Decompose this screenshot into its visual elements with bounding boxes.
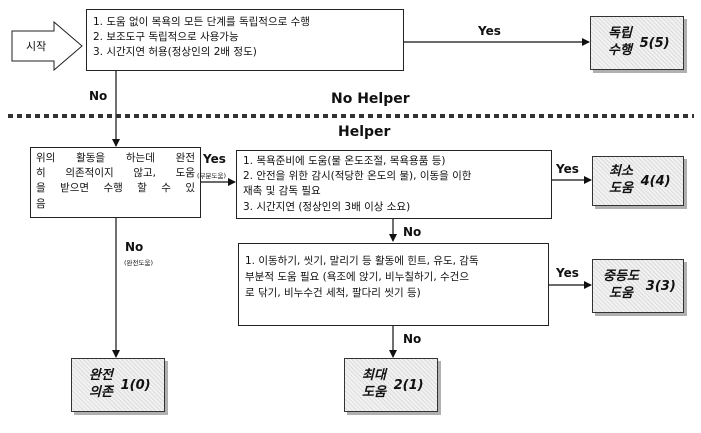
- start-arrow-shape: [11, 20, 83, 72]
- result-maximal: 최대 도움 2(1): [344, 358, 438, 412]
- criteria-line: 히 의존적이지 않고, 도움: [36, 167, 195, 180]
- no-label-moderate: No: [403, 332, 422, 346]
- result-name: 독립 수행: [608, 26, 632, 58]
- banner-helper: Helper: [338, 124, 391, 140]
- yes-label-independent: Yes: [478, 24, 501, 38]
- criteria-line: 1. 목욕준비에 도움(물 온도조절, 목욕용품 등): [243, 155, 446, 167]
- result-independent: 독립 수행 5(5): [590, 16, 684, 70]
- result-score: 4(4): [640, 173, 671, 189]
- criteria-line: 3. 시간지연 허용(정상인의 2배 정도): [93, 46, 257, 59]
- criteria-box-partial: 위의 활동을 하는데 완전 히 의존적이지 않고, 도움 을 받으면 수행 할 …: [30, 147, 201, 218]
- criteria-line: 재촉 및 감독 필요: [243, 185, 321, 198]
- criteria-box-independent: 1. 도움 없이 목욕의 모든 단계를 독립적으로 수행 2. 보조도구 독립적…: [86, 9, 404, 71]
- criteria-line: 음: [36, 197, 46, 210]
- criteria-line: 1. 도움 없이 목욕의 모든 단계를 독립적으로 수행: [93, 16, 310, 28]
- result-score: 3(3): [645, 278, 676, 294]
- criteria-line: 위의 활동을 하는데 완전: [36, 152, 195, 164]
- no-label-minimal: No: [403, 225, 422, 239]
- result-dependent: 완전 의존 1(0): [71, 358, 165, 412]
- result-minimal: 최소 도움 4(4): [592, 156, 684, 206]
- yes-note-partial: (부분도움): [197, 172, 226, 180]
- criteria-line: 2. 보조도구 독립적으로 사용가능: [93, 31, 239, 44]
- result-name: 완전 의존: [89, 368, 113, 400]
- no-label-partial: No: [125, 240, 144, 254]
- banner-no-helper: No Helper: [331, 91, 410, 107]
- result-score: 5(5): [639, 35, 670, 51]
- result-score: 2(1): [393, 377, 424, 393]
- criteria-box-minimal: 1. 목욕준비에 도움(물 온도조절, 목욕용품 등) 2. 안전을 위한 감시…: [236, 150, 552, 219]
- yes-label-minimal: Yes: [556, 162, 579, 176]
- criteria-line: 1. 이동하기, 씻기, 말리기 등 활동에 힌트, 유도, 감독: [245, 255, 479, 267]
- result-score: 1(0): [120, 377, 151, 393]
- criteria-line: 3. 시간지연 (정상인의 3배 이상 소요): [243, 200, 411, 213]
- criteria-line: 부분적 도움 필요 (욕조에 앉기, 비누칠하기, 수건으: [245, 270, 469, 283]
- result-name: 중등도 도움: [603, 269, 639, 301]
- result-moderate: 중등도 도움 3(3): [592, 259, 684, 313]
- criteria-line: 로 닦기, 비누수건 세척, 팔다리 씻기 등): [245, 286, 421, 299]
- criteria-line: 을 받으면 수행 할 수 있: [36, 182, 195, 195]
- result-name: 최소 도움: [609, 164, 633, 196]
- yes-label-moderate: Yes: [556, 266, 579, 280]
- yes-label-partial: Yes: [203, 152, 226, 166]
- criteria-line: 2. 안전을 위한 감시(적당한 온도의 물), 이동을 이한: [243, 170, 472, 183]
- result-name: 최대 도움: [362, 368, 386, 400]
- start-label: 시작: [26, 40, 47, 53]
- no-note-partial: (완전도움): [124, 259, 153, 267]
- criteria-box-moderate: 1. 이동하기, 씻기, 말리기 등 활동에 힌트, 유도, 감독 부분적 도움…: [238, 243, 549, 326]
- no-label-top: No: [89, 89, 108, 103]
